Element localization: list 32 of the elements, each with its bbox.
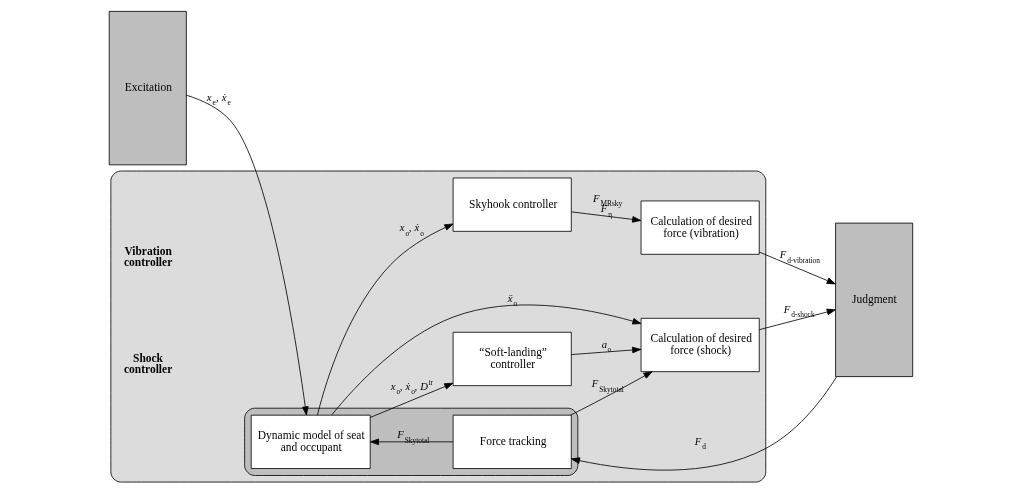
- arrow: [571, 376, 837, 471]
- arrow: [571, 211, 642, 223]
- node-box: Excitation: [108, 10, 187, 166]
- label: Shock controller: [123, 351, 173, 376]
- node-box: Calculation of desired force (vibration): [640, 200, 760, 255]
- cluster: [110, 170, 767, 483]
- edge-label: F$_{MRsky}$ F$_{η}$: [593, 192, 623, 219]
- node-box: Dynamic model of seat and occupant: [250, 414, 371, 469]
- edge-label: x$_{o}$, ẋ$_{o}$: [399, 222, 424, 238]
- arrow: [570, 371, 653, 416]
- arrow: [370, 438, 454, 446]
- edge-label: F$_{d-shock}$: [783, 303, 815, 319]
- edge-label: x$_{o}$, ẋ$_{o}$, D$^{tr}$: [390, 378, 433, 397]
- edge-label: x$_{e}$, ẋ$_{e}$: [206, 91, 231, 108]
- node-box: Skyhook controller: [452, 177, 572, 232]
- edge-label: F$_{d-vibration}$: [779, 249, 820, 265]
- arrow: [370, 382, 454, 418]
- edge-label: a$_{o}$: [601, 338, 612, 355]
- node-box: “Soft-landing” controller: [452, 331, 572, 387]
- arrow: [331, 304, 642, 416]
- node-box: Calculation of desired force (shock): [640, 317, 760, 373]
- arrow: [758, 308, 836, 331]
- arrow: [185, 94, 309, 416]
- node-box: Force tracking: [452, 414, 572, 469]
- arrow: [571, 346, 642, 355]
- edge-label: F$_{d}$: [694, 435, 706, 452]
- edge-label: ẍ$_{o}$: [507, 292, 518, 309]
- node-box: Judgment: [835, 222, 914, 377]
- edge-label: F$_{Skytotal}$: [397, 429, 430, 445]
- arrow: [758, 251, 836, 285]
- arrow: [317, 223, 454, 416]
- label: Vibration controller: [123, 244, 173, 269]
